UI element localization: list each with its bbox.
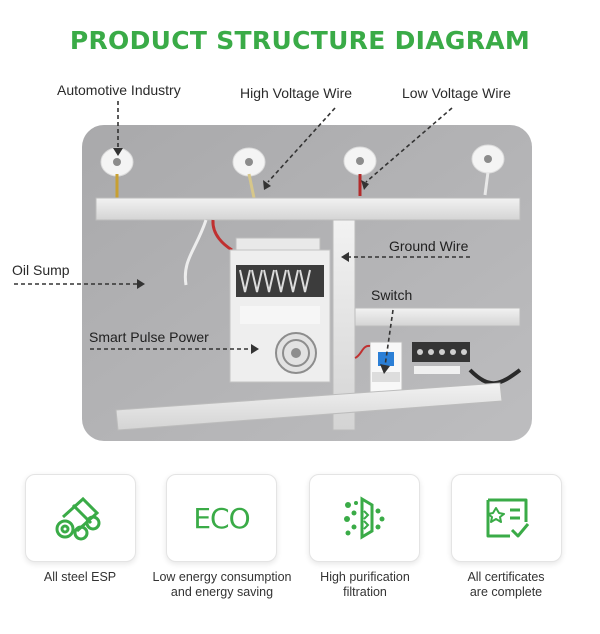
page-title: PRODUCT STRUCTURE DIAGRAM — [69, 26, 531, 55]
feature-caption-filtration: High purification filtration — [320, 570, 410, 599]
insulator — [471, 144, 505, 174]
eco-text-icon: ECO — [193, 501, 250, 535]
feature-card-certificate — [451, 474, 562, 562]
bottom-cable-rail — [115, 382, 503, 431]
switch-cable-rail — [354, 307, 521, 327]
feature-caption-steel: All steel ESP — [43, 570, 117, 584]
feature-caption-certificate: All certificates are complete — [467, 570, 545, 599]
insulator — [232, 147, 266, 177]
label-oil-sump: Oil Sump — [12, 262, 70, 278]
top-cable-rail — [95, 197, 521, 221]
feature-row: All steel ESP ECO Low energy consumption… — [0, 474, 600, 624]
feature-card-eco: ECO — [166, 474, 277, 562]
label-low-voltage-wire: Low Voltage Wire — [402, 85, 511, 101]
diagram-photo — [14, 101, 532, 441]
feature-card-filtration — [309, 474, 420, 562]
steel-pipes-icon — [55, 496, 100, 541]
label-ground-wire: Ground Wire — [389, 238, 469, 254]
label-smart-pulse-power: Smart Pulse Power — [89, 329, 209, 345]
label-switch: Switch — [371, 287, 413, 303]
smart-pulse-power-unit — [229, 237, 331, 383]
terminal-block — [412, 342, 470, 374]
feature-caption-eco: Low energy consumption and energy saving — [152, 570, 292, 599]
label-automotive-industry: Automotive Industry — [57, 82, 181, 98]
label-high-voltage-wire: High Voltage Wire — [240, 85, 353, 101]
certificate-icon — [486, 498, 529, 538]
insulator — [343, 146, 377, 176]
feature-card-steel — [25, 474, 136, 562]
structure-diagram: Automotive Industry High Voltage Wire Lo… — [0, 70, 600, 450]
filtration-icon — [343, 496, 384, 540]
